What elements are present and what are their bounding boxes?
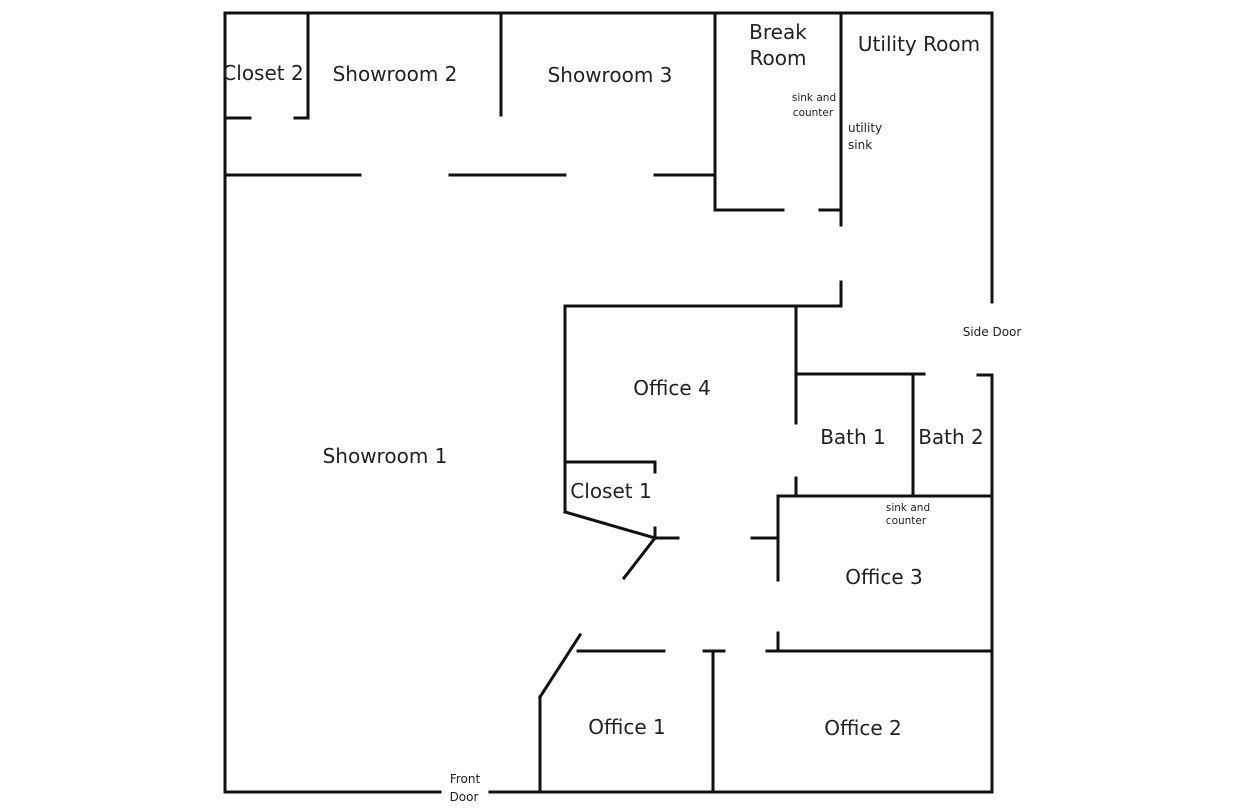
room-label-break-room-line-1: Break	[749, 20, 807, 44]
fixture-label-utility-sink-line-2: sink	[848, 138, 872, 152]
door-label-front-door-line-1: Front	[450, 772, 481, 786]
room-label-closet-1: Closet 1	[570, 479, 651, 503]
fixture-labels: sink and counter utility sink sink and c…	[792, 92, 930, 527]
room-label-showroom-2: Showroom 2	[333, 62, 458, 86]
room-label-bath-1: Bath 1	[820, 425, 886, 449]
room-label-utility-room: Utility Room	[858, 32, 980, 56]
walls	[223, 11, 994, 794]
room-label-showroom-1: Showroom 1	[323, 444, 448, 468]
fixture-label-break-sink-line-1: sink and	[792, 92, 836, 104]
fixture-label-bath-sink-line-1: sink and	[886, 502, 930, 514]
room-label-showroom-3: Showroom 3	[548, 63, 673, 87]
door-label-front-door-line-2: Door	[450, 790, 479, 804]
room-label-office-3: Office 3	[845, 565, 922, 589]
room-labels: Closet 2 Showroom 2 Showroom 3 Break Roo…	[222, 20, 983, 740]
room-label-office-1: Office 1	[588, 715, 665, 739]
door-swing	[537, 632, 583, 700]
room-label-office-4: Office 4	[633, 376, 710, 400]
door-swing	[621, 535, 658, 581]
fixture-label-break-sink-line-2: counter	[793, 107, 834, 119]
fixture-label-bath-sink-line-2: counter	[886, 515, 927, 527]
door-label-side-door: Side Door	[963, 325, 1022, 339]
room-label-closet-2: Closet 2	[222, 61, 303, 85]
door-labels: Side Door Front Door	[450, 325, 1022, 804]
room-label-break-room-line-2: Room	[750, 46, 807, 70]
fixture-label-utility-sink-line-1: utility	[848, 121, 882, 135]
wall	[563, 510, 657, 540]
room-label-office-2: Office 2	[824, 716, 901, 740]
room-label-bath-2: Bath 2	[918, 425, 984, 449]
